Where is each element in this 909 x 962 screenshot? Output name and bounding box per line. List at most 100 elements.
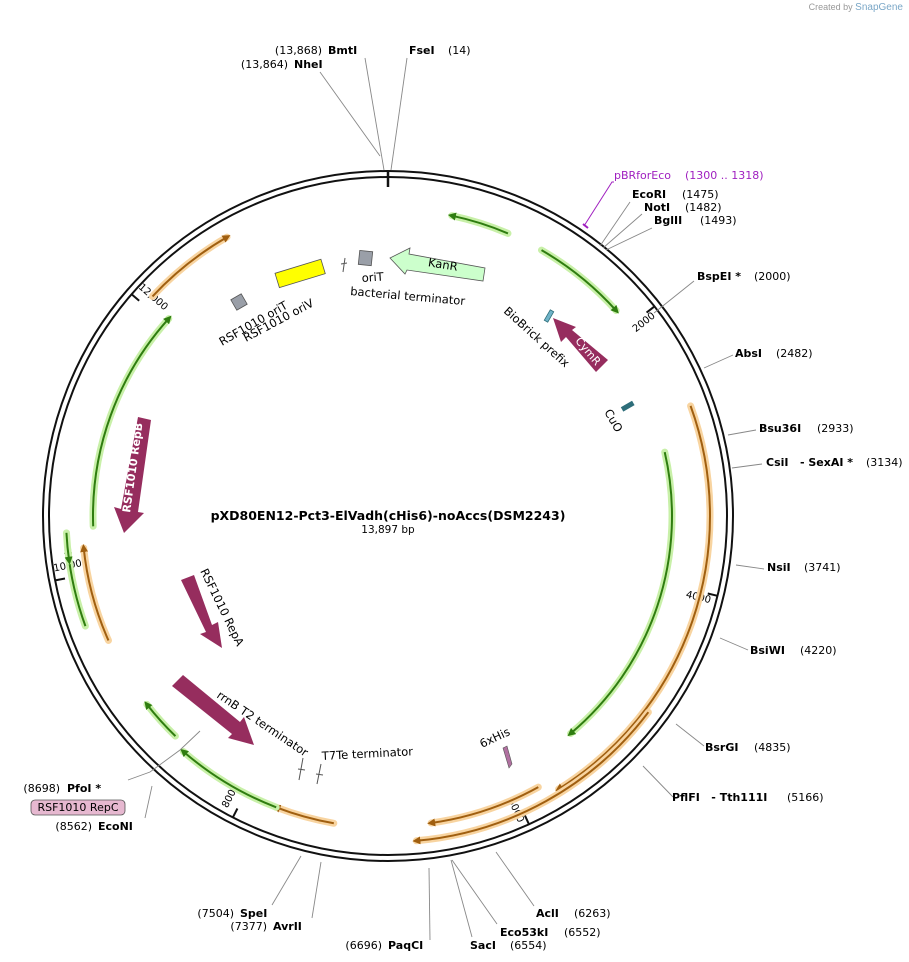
primer-name: pBRforEco [614,169,671,182]
primer-connector [583,181,614,227]
site-spei-name: SpeI [240,907,267,920]
kanr-label: KanR [427,255,458,273]
tick-mark [645,305,656,314]
repa-arrow [181,575,222,648]
site-bsu36i-name: Bsu36I [759,422,801,435]
his6-mark[interactable] [502,745,513,769]
tick-mark [54,577,66,582]
orf-arc[interactable] [80,544,110,641]
repc-label: RSF1010 RepC [37,801,118,814]
site-nhei-pos: (13,864) [241,58,288,71]
site-pflfi-name: PflFI - Tth111I [672,791,767,804]
site-noti-name: NotI [644,201,670,214]
plasmid-length: 13,897 bp [361,524,415,536]
site-eco53ki-pos: (6552) [564,926,601,939]
terminator-glyph-top[interactable] [340,257,348,273]
site-paqci-name: PaqCI [388,939,423,952]
oriv-box [274,258,326,289]
orf-arc[interactable] [151,235,231,298]
snapgene-branding: Created by SnapGene [809,2,903,13]
site-spei-pos: (7504) [197,907,234,920]
site-econi-name: EcoNI [98,820,133,833]
orf-arcs [62,212,714,845]
site-bsiwi-name: BsiWI [750,644,785,657]
tick-label: 2000 [631,310,658,334]
site-nsii-pos: (3741) [804,561,841,574]
feature-rsf1010-oriv[interactable] [274,258,326,289]
site-ecori-pos: (1475) [682,188,719,201]
feature-rsf1010-repb[interactable]: RSF1010 RepB [114,417,151,533]
cuo-label: CuO [601,407,625,435]
orit-box[interactable] [357,249,374,267]
site-fsei-name: FseI [409,44,435,57]
site-bsiwi-pos: (4220) [800,644,837,657]
site-eco53ki-name: Eco53kI [500,926,548,939]
orf-arc[interactable] [427,786,539,827]
site-absi-name: AbsI [735,347,762,360]
bact-term-label: bacterial terminator [350,284,466,308]
orf-arc[interactable] [555,405,711,792]
enzyme-labels: (13,868) BmtI (13,864) NheI FseI (14) Ec… [23,44,902,952]
site-ecori-name: EcoRI [632,188,666,201]
primer-mark [582,223,589,229]
tick-mark [231,808,239,818]
site-csii-name: CsiI - SexAI * [766,456,853,469]
site-saci-name: SacI [470,939,496,952]
orf-arc[interactable] [92,315,172,527]
feature-rsf1010-repc[interactable]: RSF1010 RepC [30,799,126,816]
tick-mark [523,814,530,825]
site-pflfi-pos: (5166) [787,791,824,804]
orf-arc[interactable] [540,249,619,314]
terminator-glyph-1[interactable] [297,757,306,781]
site-fsei-pos: (14) [448,44,471,57]
repb-arrow [114,417,151,533]
site-nhei-name: NheI [294,58,323,71]
site-paqci-pos: (6696) [345,939,382,952]
site-acli-pos: (6263) [574,907,611,920]
repc-box [30,799,126,816]
snapgene-logo-text: SnapGene [855,2,903,13]
biobrick-mark[interactable] [543,309,555,323]
site-econi-pos: (8562) [55,820,92,833]
t7te-label: T7Te terminator [320,744,413,763]
site-bsrgi-pos: (4835) [754,741,791,754]
site-pfoi-pos: (8698) [23,782,60,795]
cuo-box[interactable] [620,400,635,412]
site-absi-pos: (2482) [776,347,813,360]
orf-glow [149,233,231,300]
orf-arc[interactable] [567,451,673,737]
site-acli-name: AclI [536,907,559,920]
tick-mark [707,592,718,597]
cymr-label: CymR [572,335,603,369]
site-bsu36i-pos: (2933) [817,422,854,435]
created-by-text: Created by [808,2,853,12]
primer-pbrforeco[interactable]: pBRforEco (1300 .. 1318) [582,169,764,229]
feature-rrnb-arrow[interactable] [172,675,254,745]
site-bspei-pos: (2000) [754,270,791,283]
terminator-glyph-2[interactable] [315,763,324,785]
site-csii-pos: (3134) [866,456,903,469]
site-pfoi-name: PfoI * [67,782,101,795]
site-bmti-pos: (13,868) [275,44,322,57]
tick-mark [130,293,140,302]
site-bmti-name: BmtI [328,44,357,57]
plasmid-name: pXD80EN12-Pct3-ElVadh(cHis6)-noAccs(DSM2… [211,508,566,523]
rsf-orit-box[interactable] [230,293,248,311]
kanr-arrow [389,247,486,282]
site-bglii-pos: (1493) [700,214,737,227]
site-nsii-name: NsiI [767,561,791,574]
feature-rsf1010-repa[interactable] [181,575,222,648]
orf-arc[interactable] [180,748,277,809]
orf-arc[interactable] [447,212,509,235]
site-bsrgi-name: BsrGI [705,741,738,754]
site-avrii-pos: (7377) [230,920,267,933]
orf-arc[interactable] [412,711,650,845]
enzyme-connectors [127,57,765,941]
feature-kanr[interactable]: KanR [389,247,486,282]
orf-arc[interactable] [64,532,73,565]
orit-label: oriT [361,269,385,285]
cymr-arrow [553,318,608,372]
orf-arc[interactable] [144,701,177,737]
orf-glow [538,246,620,315]
